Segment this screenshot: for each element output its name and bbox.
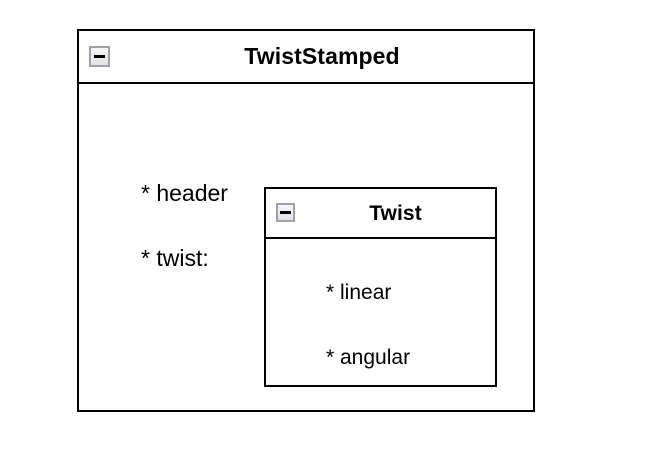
- minus-icon-bar: [93, 54, 106, 58]
- field-header: * header: [141, 180, 228, 206]
- collapse-minus-icon[interactable]: [276, 203, 295, 222]
- message-title-twiststamped: TwistStamped: [244, 43, 400, 69]
- message-box-twist: Twist * linear * angular: [264, 187, 497, 387]
- message-header-twist: Twist: [266, 189, 495, 239]
- field-linear: * linear: [326, 281, 392, 304]
- minus-icon-inner: [278, 205, 293, 220]
- minus-icon-bar: [280, 211, 291, 214]
- minus-icon-inner: [91, 47, 108, 65]
- message-header-twiststamped: TwistStamped: [79, 31, 533, 84]
- message-body-twiststamped: * header * twist: Twist * linear * angul…: [79, 84, 533, 410]
- message-body-twist: * linear * angular: [266, 239, 495, 385]
- field-angular: * angular: [326, 346, 411, 369]
- collapse-minus-icon[interactable]: [89, 45, 110, 67]
- message-title-twist: Twist: [369, 201, 422, 225]
- message-box-twiststamped: TwistStamped * header * twist: Twist * l…: [77, 29, 535, 412]
- field-twist: * twist:: [141, 245, 209, 271]
